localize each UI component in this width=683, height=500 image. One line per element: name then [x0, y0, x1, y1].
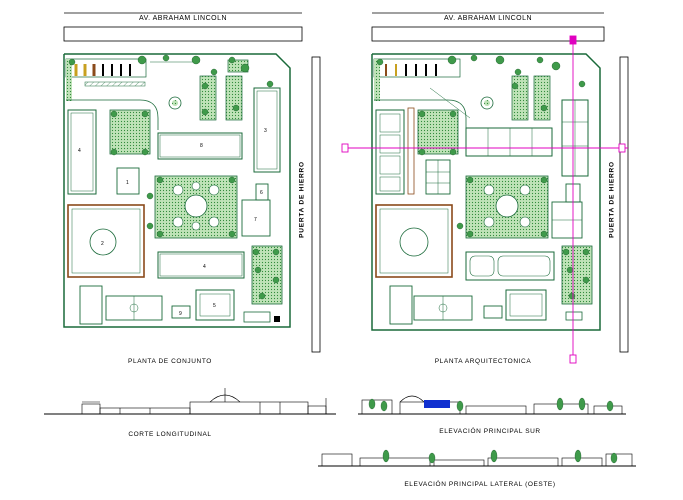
block-number-3: 3 — [264, 128, 267, 134]
west-elevation — [318, 449, 636, 467]
side-street-label-right: PUERTA DE HIERRO — [608, 161, 616, 238]
south-elevation-title: ELEVACIÓN PRINCIPAL SUR — [439, 428, 541, 435]
architectural-plan-right — [341, 12, 629, 364]
block-number-4a: 4 — [78, 148, 81, 154]
longitudinal-section — [44, 388, 336, 415]
section-title: CORTE LONGITUDINAL — [128, 431, 212, 438]
plan-right-title: PLANTA ARQUITECTONICA — [434, 358, 532, 365]
side-street-label-left: PUERTA DE HIERRO — [298, 161, 306, 238]
street-label-left: AV. ABRAHAM LINCOLN — [138, 15, 228, 22]
section-axis — [341, 35, 628, 364]
south-elevation — [358, 395, 626, 415]
block-number-2: 2 — [101, 241, 104, 247]
site-plan-left: 4 8 3 1 2 6 7 4 5 9 — [63, 12, 321, 353]
west-elevation-title: ELEVACIÓN PRINCIPAL LATERAL (OESTE) — [404, 481, 556, 488]
block-number-9: 9 — [179, 311, 182, 317]
block-number-6: 6 — [260, 190, 263, 196]
block-number-4b: 4 — [203, 264, 206, 270]
plan-left-title: PLANTA DE CONJUNTO — [128, 358, 212, 365]
block-number-1: 1 — [126, 180, 129, 186]
block-number-7: 7 — [254, 217, 257, 223]
block-number-5: 5 — [213, 303, 216, 309]
block-number-8: 8 — [200, 143, 203, 149]
street-label-right: AV. ABRAHAM LINCOLN — [443, 15, 533, 22]
parking-left — [65, 58, 147, 101]
